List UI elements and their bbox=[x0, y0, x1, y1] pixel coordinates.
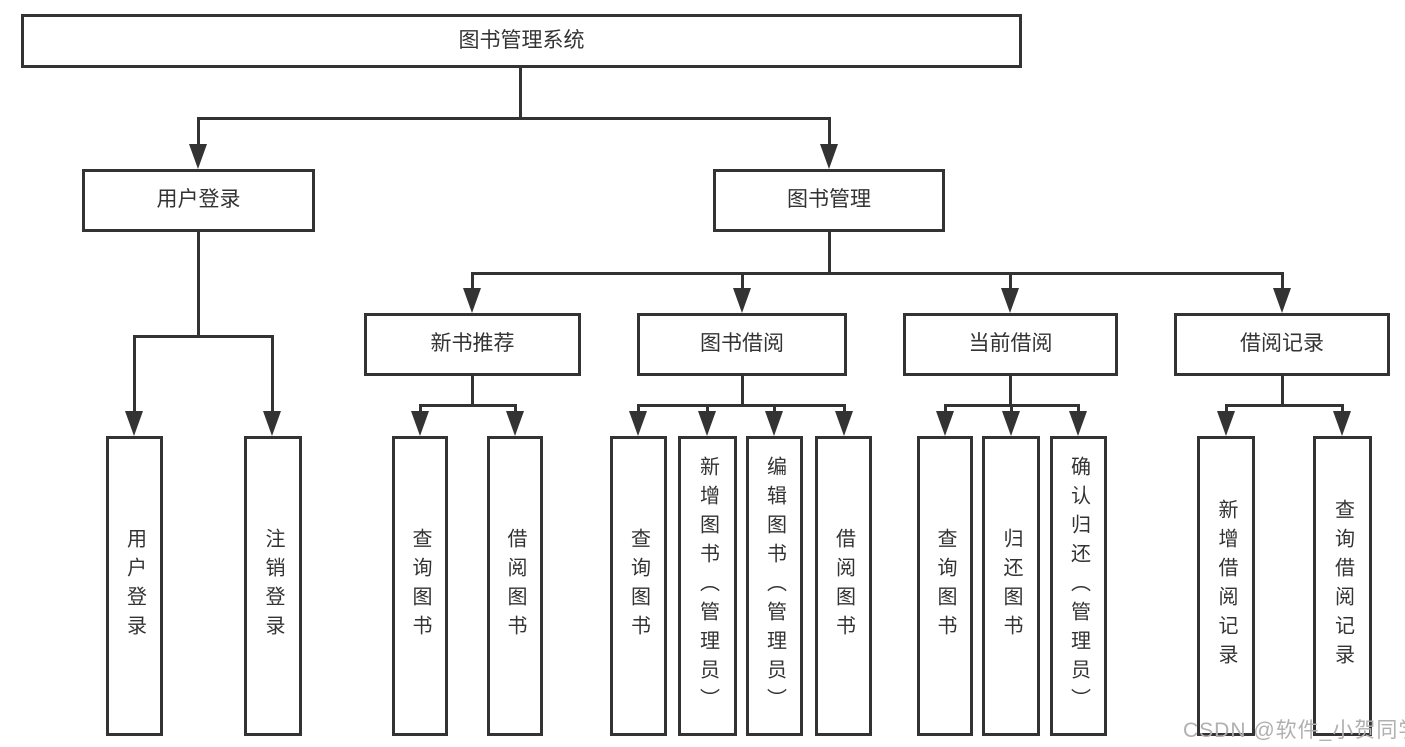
connector-stub bbox=[419, 404, 422, 414]
connector-user-login-stem bbox=[197, 231, 200, 338]
connector-root-stem bbox=[519, 68, 522, 118]
arrowhead-down-icon bbox=[189, 144, 207, 169]
leaf-confirm-return-admin: 确认归还（管理员） bbox=[1050, 436, 1107, 736]
connector-stub bbox=[828, 117, 831, 145]
connector-stub bbox=[1281, 272, 1284, 290]
node-book-borrow: 图书借阅 bbox=[637, 313, 847, 376]
arrowhead-down-icon bbox=[1333, 411, 1351, 436]
node-current-borrow: 当前借阅 bbox=[903, 313, 1118, 376]
connector-stub bbox=[637, 404, 640, 414]
arrowhead-down-icon bbox=[411, 411, 429, 436]
connector-stub bbox=[133, 335, 136, 413]
leaf-query-book: 查询图书 bbox=[392, 436, 448, 736]
connector-root-branch bbox=[197, 117, 831, 120]
leaf-edit-book-admin: 编辑图书（管理员） bbox=[746, 436, 803, 736]
connector-stub bbox=[1009, 272, 1012, 290]
leaf-query-borrow-record: 查询借阅记录 bbox=[1313, 436, 1372, 736]
connector-stub bbox=[773, 404, 776, 414]
leaf-borrow-book: 借阅图书 bbox=[815, 436, 872, 736]
connector-stub bbox=[1010, 404, 1013, 414]
connector-stub bbox=[1341, 404, 1344, 414]
leaf-user-login: 用户登录 bbox=[106, 436, 163, 736]
connector-stub bbox=[514, 404, 517, 414]
arrowhead-down-icon bbox=[1217, 411, 1235, 436]
connector-group-branch bbox=[637, 404, 846, 407]
connector-group-branch bbox=[1225, 404, 1344, 407]
arrowhead-down-icon bbox=[1001, 288, 1019, 313]
arrowhead-down-icon bbox=[820, 144, 838, 169]
connector-stub bbox=[1225, 404, 1228, 414]
connector-group-stem bbox=[741, 376, 744, 407]
connector-stub bbox=[741, 272, 744, 290]
node-new-book-recommend: 新书推荐 bbox=[364, 313, 581, 376]
node-book-mgmt: 图书管理 bbox=[713, 169, 945, 232]
arrowhead-down-icon bbox=[629, 411, 647, 436]
arrowhead-down-icon bbox=[765, 411, 783, 436]
node-user-login: 用户登录 bbox=[82, 169, 315, 232]
leaf-add-borrow-record: 新增借阅记录 bbox=[1197, 436, 1255, 736]
arrowhead-down-icon bbox=[936, 411, 954, 436]
leaf-logout: 注销登录 bbox=[244, 436, 302, 736]
leaf-return-book: 归还图书 bbox=[982, 436, 1040, 736]
connector-stub bbox=[706, 404, 709, 414]
connector-book-mgmt-stem bbox=[828, 231, 831, 275]
leaf-borrow-book: 借阅图书 bbox=[487, 436, 543, 736]
arrowhead-down-icon bbox=[1273, 288, 1291, 313]
node-root: 图书管理系统 bbox=[21, 14, 1022, 68]
arrowhead-down-icon bbox=[263, 411, 281, 436]
connector-user-login-branch bbox=[133, 335, 273, 338]
connector-group-stem bbox=[1009, 376, 1012, 407]
connector-group-stem bbox=[471, 376, 474, 407]
leaf-query-book: 查询图书 bbox=[610, 436, 667, 736]
node-borrow-record: 借阅记录 bbox=[1174, 313, 1390, 376]
connector-stub bbox=[271, 335, 274, 413]
arrowhead-down-icon bbox=[1002, 411, 1020, 436]
leaf-add-book-admin: 新增图书（管理员） bbox=[678, 436, 737, 736]
connector-stub bbox=[843, 404, 846, 414]
arrowhead-down-icon bbox=[506, 411, 524, 436]
arrowhead-down-icon bbox=[463, 288, 481, 313]
arrowhead-down-icon bbox=[733, 288, 751, 313]
arrowhead-down-icon bbox=[1069, 411, 1087, 436]
connector-stub bbox=[197, 117, 200, 145]
arrowhead-down-icon bbox=[698, 411, 716, 436]
csdn-watermark: CSDN @软件_小贺同学 bbox=[1183, 719, 1405, 742]
connector-group-branch bbox=[419, 404, 517, 407]
connector-book-mgmt-branch bbox=[471, 272, 1284, 275]
connector-stub bbox=[471, 272, 474, 290]
connector-stub bbox=[944, 404, 947, 414]
arrowhead-down-icon bbox=[835, 411, 853, 436]
connector-stub bbox=[1077, 404, 1080, 414]
leaf-query-book: 查询图书 bbox=[917, 436, 973, 736]
arrowhead-down-icon bbox=[125, 411, 143, 436]
connector-group-stem bbox=[1281, 376, 1284, 407]
